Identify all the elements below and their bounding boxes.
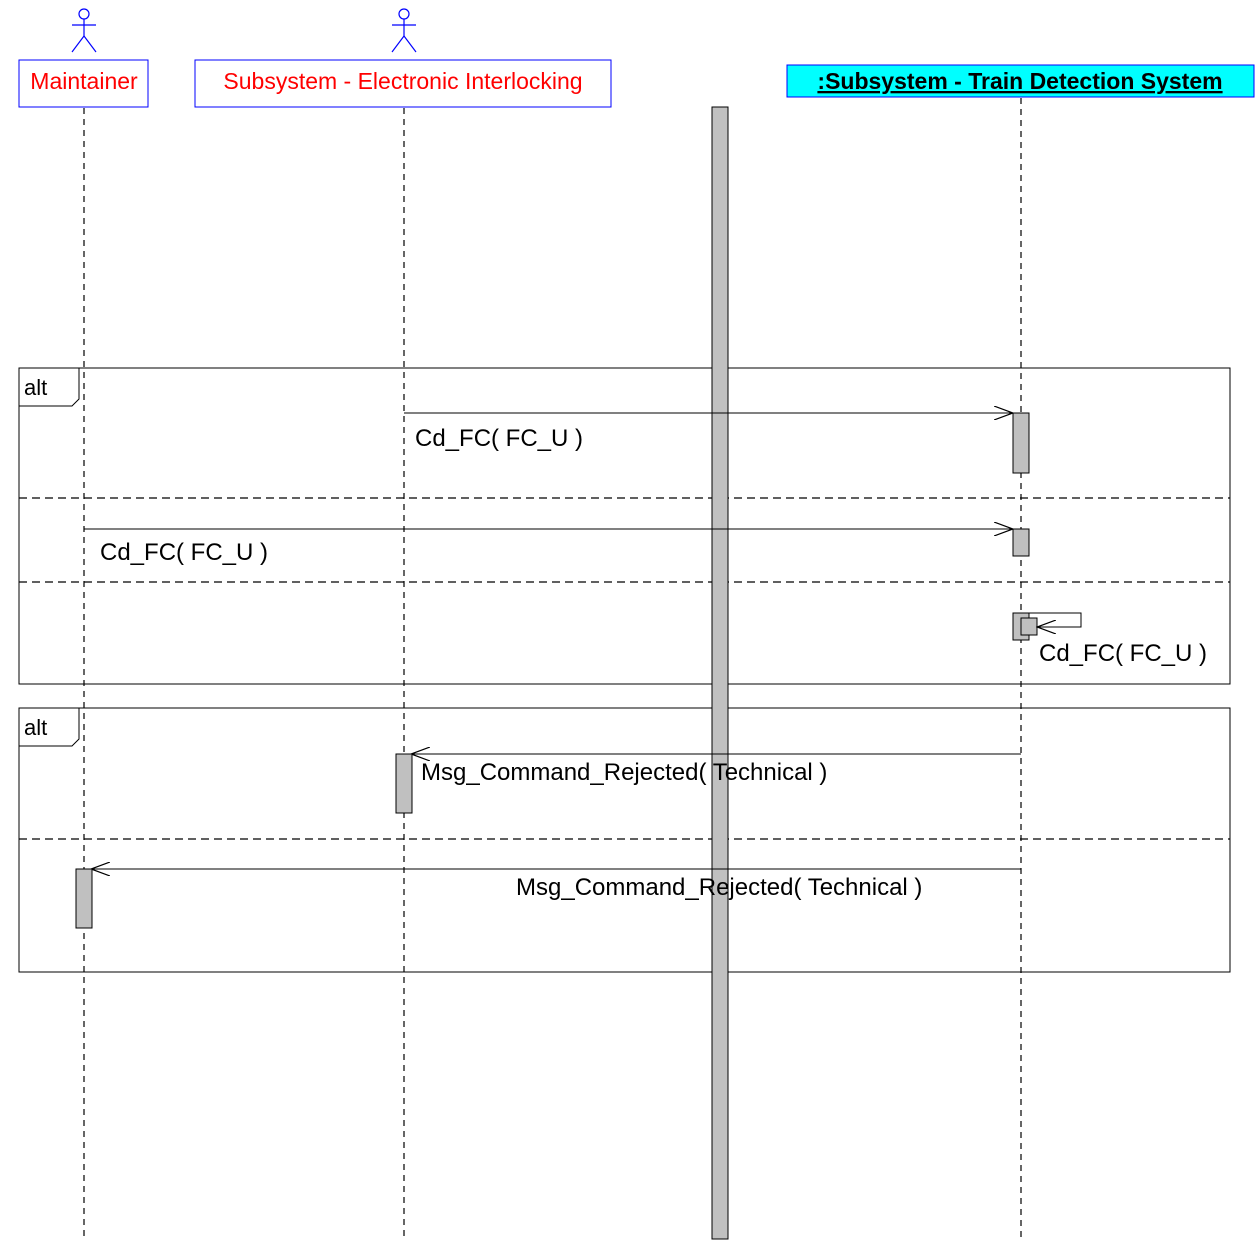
message-label: Cd_FC( FC_U ) xyxy=(415,425,583,452)
activation-bar xyxy=(75,868,93,929)
participant-label: Subsystem - Electronic Interlocking xyxy=(223,68,582,94)
alt-fragment-1: alt xyxy=(18,367,1231,685)
participant-label: :Subsystem - Train Detection System xyxy=(817,68,1222,94)
alt-label: alt xyxy=(24,375,47,400)
electronic-interlocking-actor-icon xyxy=(391,8,417,53)
alt-label: alt xyxy=(24,715,47,740)
participant-label: Maintainer xyxy=(30,68,138,94)
message-label: Msg_Command_Rejected( Technical ) xyxy=(516,874,922,901)
activation-bar xyxy=(395,753,413,814)
message-label: Cd_FC( FC_U ) xyxy=(100,539,268,566)
message-label: Cd_FC( FC_U ) xyxy=(1039,640,1207,667)
participant-electronic-interlocking: Subsystem - Electronic Interlocking xyxy=(194,59,612,108)
participant-maintainer: Maintainer xyxy=(18,59,149,108)
system-boundary-bar xyxy=(711,106,729,1240)
activation-bar xyxy=(1012,412,1030,474)
message-label: Msg_Command_Rejected( Technical ) xyxy=(421,759,827,786)
participant-train-detection-system: :Subsystem - Train Detection System xyxy=(786,64,1255,98)
nested-activation-bar xyxy=(1020,617,1038,636)
alt-fragment-2: alt xyxy=(18,707,1231,973)
activation-bar xyxy=(1012,528,1030,557)
self-message-arrow xyxy=(1029,612,1082,627)
maintainer-actor-icon xyxy=(71,8,97,53)
